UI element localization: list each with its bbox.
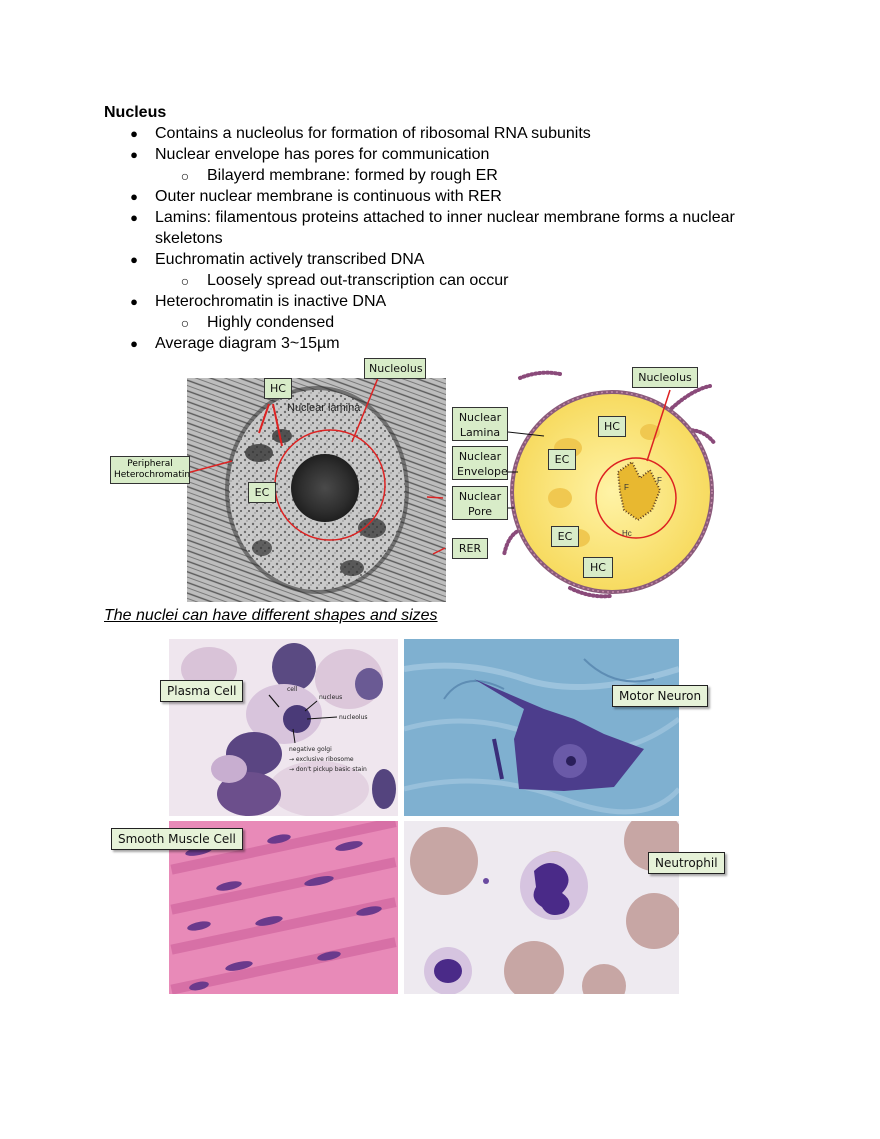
annotation-nucleolus: nucleolus bbox=[339, 714, 368, 721]
label-hc-schematic-bottom: HC bbox=[583, 557, 613, 578]
nuclear-envelope-line2: Envelope bbox=[457, 465, 508, 478]
section-heading: Nucleus bbox=[104, 104, 167, 121]
nuclear-lamina-overlay: Nuclear lamina bbox=[287, 402, 361, 414]
label-neutrophil: Neutrophil bbox=[648, 852, 725, 874]
annotation-note3: → don't pickup basic stain bbox=[289, 766, 367, 773]
smooth-muscle-photo bbox=[169, 821, 398, 994]
bullet-marker: ○ bbox=[180, 168, 190, 184]
label-nuclear-pore: Nuclear Pore bbox=[452, 486, 508, 520]
label-hc-em: HC bbox=[264, 378, 292, 399]
bullet-text: Highly condensed bbox=[207, 314, 335, 331]
bullet-marker: ● bbox=[130, 294, 138, 309]
label-smooth-muscle-cell: Smooth Muscle Cell bbox=[111, 828, 243, 850]
schematic-f1: F bbox=[624, 483, 629, 492]
label-nuclear-lamina: Nuclear Lamina bbox=[452, 407, 508, 441]
peripheral-line1: Peripheral bbox=[127, 459, 173, 469]
plasma-cell-photo: cell nucleus nucleolus negative golgi → … bbox=[169, 639, 398, 816]
annotation-nucleus: nucleus bbox=[319, 694, 342, 701]
bullet-text: Contains a nucleolus for formation of ri… bbox=[155, 125, 591, 142]
bullet-marker: ● bbox=[130, 147, 138, 162]
label-rer: RER bbox=[452, 538, 488, 559]
annotation-note1: negative golgi bbox=[289, 746, 332, 753]
bullet-marker: ○ bbox=[180, 315, 190, 331]
bullet-marker: ● bbox=[130, 189, 138, 204]
label-ec-schematic-bottom: EC bbox=[551, 526, 579, 547]
label-nucleolus-em: Nucleolus bbox=[364, 358, 426, 379]
bullet-marker: ● bbox=[130, 126, 138, 141]
bullet-marker: ● bbox=[130, 210, 138, 225]
schematic-f2: F bbox=[657, 476, 662, 485]
label-nucleolus-schematic: Nucleolus bbox=[632, 367, 698, 388]
label-peripheral-heterochromatin: Peripheral Heterochromatin bbox=[110, 456, 190, 484]
label-plasma-cell: Plasma Cell bbox=[160, 680, 244, 702]
nuclear-pore-line1: Nuclear bbox=[458, 490, 502, 503]
bullet-text: Bilayerd membrane: formed by rough ER bbox=[207, 167, 498, 184]
annotation-cell: cell bbox=[287, 686, 298, 693]
bullet-text: Nuclear envelope has pores for communica… bbox=[155, 146, 490, 163]
peripheral-line2: Heterochromatin bbox=[114, 470, 191, 480]
bullet-text: Euchromatin actively transcribed DNA bbox=[155, 251, 425, 268]
bullet-text: Heterochromatin is inactive DNA bbox=[155, 293, 387, 310]
nuclear-lamina-line1: Nuclear bbox=[458, 411, 502, 424]
annotation-note2: → exclusive ribosome bbox=[289, 756, 354, 763]
bullet-text: Outer nuclear membrane is continuous wit… bbox=[155, 188, 502, 205]
nuclear-lamina-line2: Lamina bbox=[459, 426, 501, 439]
label-nuclear-envelope: Nuclear Envelope bbox=[452, 446, 508, 480]
bullet-text: Lamins: filamentous proteins attached to… bbox=[155, 209, 735, 226]
figure-caption: The nuclei can have different shapes and… bbox=[104, 607, 438, 624]
bullet-text: Average diagram 3~15µm bbox=[155, 335, 340, 352]
electron-micrograph: Nuclear lamina bbox=[187, 378, 446, 602]
nuclear-envelope-line1: Nuclear bbox=[458, 450, 502, 463]
bullet-marker: ● bbox=[130, 252, 138, 267]
label-hc-schematic-top: HC bbox=[598, 416, 626, 437]
bullet-marker: ● bbox=[130, 336, 138, 351]
motor-neuron-photo bbox=[404, 639, 679, 816]
label-motor-neuron: Motor Neuron bbox=[612, 685, 709, 707]
label-ec-em: EC bbox=[248, 482, 276, 503]
label-ec-schematic-top: EC bbox=[548, 449, 576, 470]
neutrophil-photo bbox=[404, 821, 679, 994]
bullet-text: Loosely spread out-transcription can occ… bbox=[207, 272, 509, 289]
nuclear-pore-line2: Pore bbox=[467, 505, 493, 518]
schematic-hc-small: Hc bbox=[622, 529, 632, 538]
bullet-marker: ○ bbox=[180, 273, 190, 289]
bullet-text: skeletons bbox=[155, 230, 223, 247]
